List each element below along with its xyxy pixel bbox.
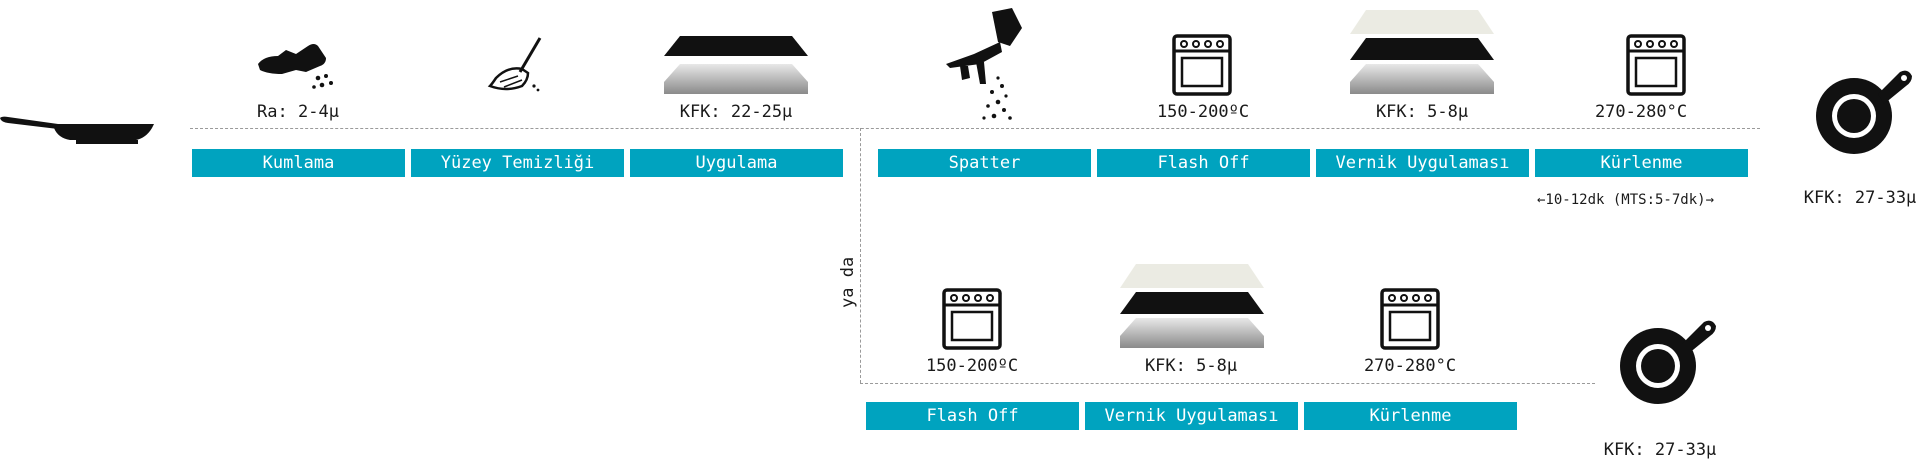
varnish-thickness-label: KFK: 5-8μ <box>1144 356 1238 376</box>
step-vernik-uygulamasi: Vernik Uygulaması <box>1316 149 1529 177</box>
varnish-layers-icon <box>1120 264 1264 348</box>
sandblast-icon <box>258 44 333 89</box>
cure-temp-label: 270-280°C <box>1594 102 1688 122</box>
branch-line <box>860 128 861 383</box>
step-flash-off: Flash Off <box>866 402 1079 430</box>
top-process-line <box>190 128 1760 129</box>
step-yuzey-temizligi: Yüzey Temizliği <box>411 149 624 177</box>
cure-time-note: ←10-12dk (MTS:5-7dk)→ <box>1537 192 1715 208</box>
broom-icon <box>487 37 542 92</box>
frying-pan-icon <box>0 116 154 144</box>
varnish-layers-icon <box>1350 10 1494 94</box>
final-thickness-label: KFK: 27-33μ <box>1603 440 1717 460</box>
bottom-process-line <box>860 383 1595 384</box>
spray-gun-icon <box>946 8 1022 120</box>
step-vernik-uygulamasi: Vernik Uygulaması <box>1085 402 1298 430</box>
cure-temp-label: 270-280°C <box>1363 356 1457 376</box>
oven-icon <box>1626 34 1686 96</box>
step-kumlama: Kumlama <box>192 149 405 177</box>
finished-pan-icon <box>1620 320 1716 404</box>
oven-icon <box>1380 288 1440 350</box>
oven-icon <box>1172 34 1232 96</box>
step-kurlenme: Kürlenme <box>1304 402 1517 430</box>
coating-layers-icon <box>664 36 808 94</box>
coating-thickness-label: KFK: 22-25μ <box>679 102 793 122</box>
flash-temp-label: 150-200ºC <box>1156 102 1250 122</box>
alternative-label: ya da <box>838 256 858 308</box>
step-kurlenme: Kürlenme <box>1535 149 1748 177</box>
varnish-thickness-label: KFK: 5-8μ <box>1375 102 1469 122</box>
step-uygulama: Uygulama <box>630 149 843 177</box>
flash-temp-label: 150-200ºC <box>925 356 1019 376</box>
final-thickness-label: KFK: 27-33μ <box>1803 188 1917 208</box>
step-spatter: Spatter <box>878 149 1091 177</box>
roughness-label: Ra: 2-4μ <box>257 102 339 122</box>
finished-pan-icon <box>1816 70 1912 154</box>
step-flash-off: Flash Off <box>1097 149 1310 177</box>
oven-icon <box>942 288 1002 350</box>
